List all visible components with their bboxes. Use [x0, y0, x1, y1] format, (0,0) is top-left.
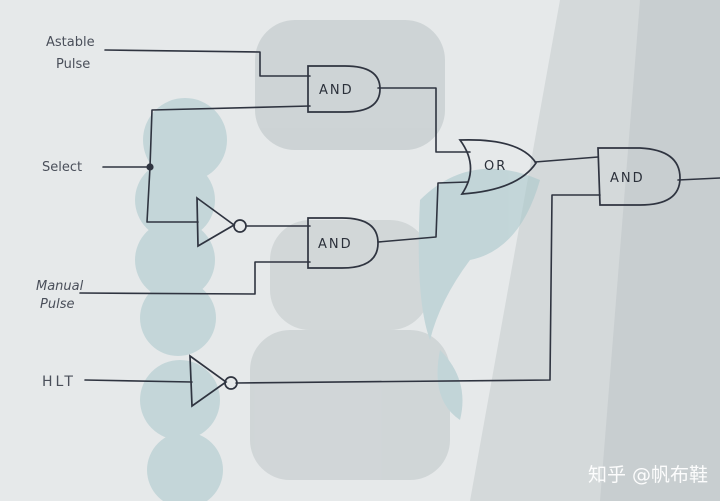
wire-output	[677, 177, 720, 181]
wire-and-mid-or	[377, 181, 469, 243]
and-gate-mid-label: AND	[318, 237, 353, 252]
watermark: 知乎 @帆布鞋	[587, 464, 708, 486]
wire-hlt	[84, 379, 193, 383]
wire-and-top-or	[377, 87, 471, 153]
label-manual-line1: Manual	[36, 279, 84, 294]
or-gate-label: OR	[484, 159, 507, 174]
label-astable-line2: Pulse	[56, 57, 90, 72]
label-astable-line1: Astable	[46, 35, 95, 50]
label-manual-line2: Pulse	[40, 297, 74, 312]
label-select: Select	[42, 160, 82, 175]
and-gate-mid	[307, 217, 379, 269]
wire-hlt-and-out	[235, 194, 601, 384]
inverter-select	[196, 196, 236, 248]
or-gate	[458, 139, 538, 195]
junction-dot	[146, 163, 154, 171]
wire-manual	[79, 261, 311, 295]
label-hlt: HLT	[42, 374, 76, 390]
and-gate-out-label: AND	[610, 171, 645, 186]
wire-select-inverter	[146, 166, 199, 223]
and-gate-top-label: AND	[319, 83, 354, 98]
wire-or-and-out	[534, 156, 599, 163]
and-gate-top	[307, 65, 381, 113]
bleed-through-print	[135, 20, 540, 501]
and-gate-out	[597, 147, 681, 206]
wire-astable	[104, 49, 311, 77]
inverter-hlt	[189, 354, 228, 408]
wire-select-and-top	[149, 105, 311, 168]
